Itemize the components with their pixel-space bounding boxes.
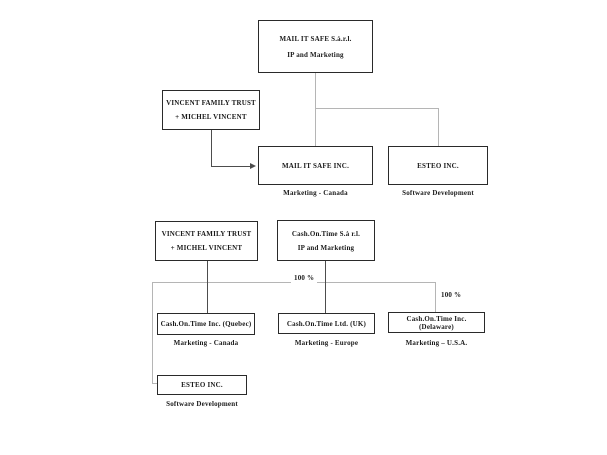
node-vincent-family-trust-top: VINCENT FAMILY TRUST + MICHEL VINCENT	[162, 90, 260, 130]
node-sublabel: IP and Marketing	[297, 243, 355, 252]
node-caption: Software Development	[402, 189, 474, 197]
node-caption: Software Development	[166, 400, 238, 408]
node-cash-on-time-sarl: Cash.On.Time S.à r.l. IP and Marketing	[277, 220, 375, 261]
node-caption: Marketing – U.S.A.	[405, 339, 468, 347]
node-sublabel: + MICHEL VINCENT	[175, 113, 247, 121]
ownership-percentage-label: 100 %	[438, 291, 465, 300]
node-caption: Marketing - Europe	[294, 339, 359, 347]
connector-line	[211, 166, 251, 167]
connector-line	[152, 383, 158, 384]
node-label: VINCENT FAMILY TRUST	[166, 99, 256, 107]
node-label: Cash.On.Time Ltd. (UK)	[286, 319, 367, 328]
node-sublabel: IP and Marketing	[287, 50, 344, 59]
node-caption: Marketing - Canada	[173, 339, 239, 347]
node-label: Cash.On.Time S.à r.l.	[291, 229, 361, 238]
connector-line	[435, 282, 436, 312]
connector-line	[438, 108, 439, 146]
node-sublabel: + MICHEL VINCENT	[170, 244, 243, 252]
connector-line	[315, 108, 438, 109]
connector-line	[315, 73, 316, 146]
connector-line	[211, 130, 212, 166]
connector-line	[207, 261, 208, 313]
node-label: Cash.On.Time Inc. (Delaware)	[406, 314, 467, 331]
node-cash-on-time-quebec: Cash.On.Time Inc. (Quebec)	[157, 313, 255, 335]
node-label: ESTEO INC.	[417, 161, 459, 170]
node-label: Cash.On.Time Inc. (Quebec)	[160, 320, 252, 328]
node-mail-it-safe-inc: MAIL IT SAFE INC.	[258, 146, 373, 185]
node-esteo-inc-top: ESTEO INC.	[388, 146, 488, 185]
node-cash-on-time-delaware: Cash.On.Time Inc. (Delaware)	[388, 312, 485, 333]
node-caption: Marketing - Canada	[283, 189, 348, 197]
node-cash-on-time-uk: Cash.On.Time Ltd. (UK)	[278, 313, 375, 334]
node-vincent-family-trust-bottom: VINCENT FAMILY TRUST + MICHEL VINCENT	[155, 221, 258, 261]
node-label: MAIL IT SAFE INC.	[281, 161, 350, 170]
connector-line	[152, 282, 153, 383]
connector-line	[325, 261, 326, 313]
node-mail-it-safe-sarl: MAIL IT SAFE S.à.r.l. IP and Marketing	[258, 20, 373, 73]
node-label: MAIL IT SAFE S.à.r.l.	[279, 34, 352, 43]
node-label: VINCENT FAMILY TRUST	[161, 230, 252, 238]
node-esteo-inc-bottom: ESTEO INC.	[157, 375, 247, 395]
node-label: ESTEO INC.	[181, 381, 223, 389]
ownership-percentage-label: 100 %	[291, 274, 318, 283]
arrow-right-icon	[250, 163, 256, 169]
